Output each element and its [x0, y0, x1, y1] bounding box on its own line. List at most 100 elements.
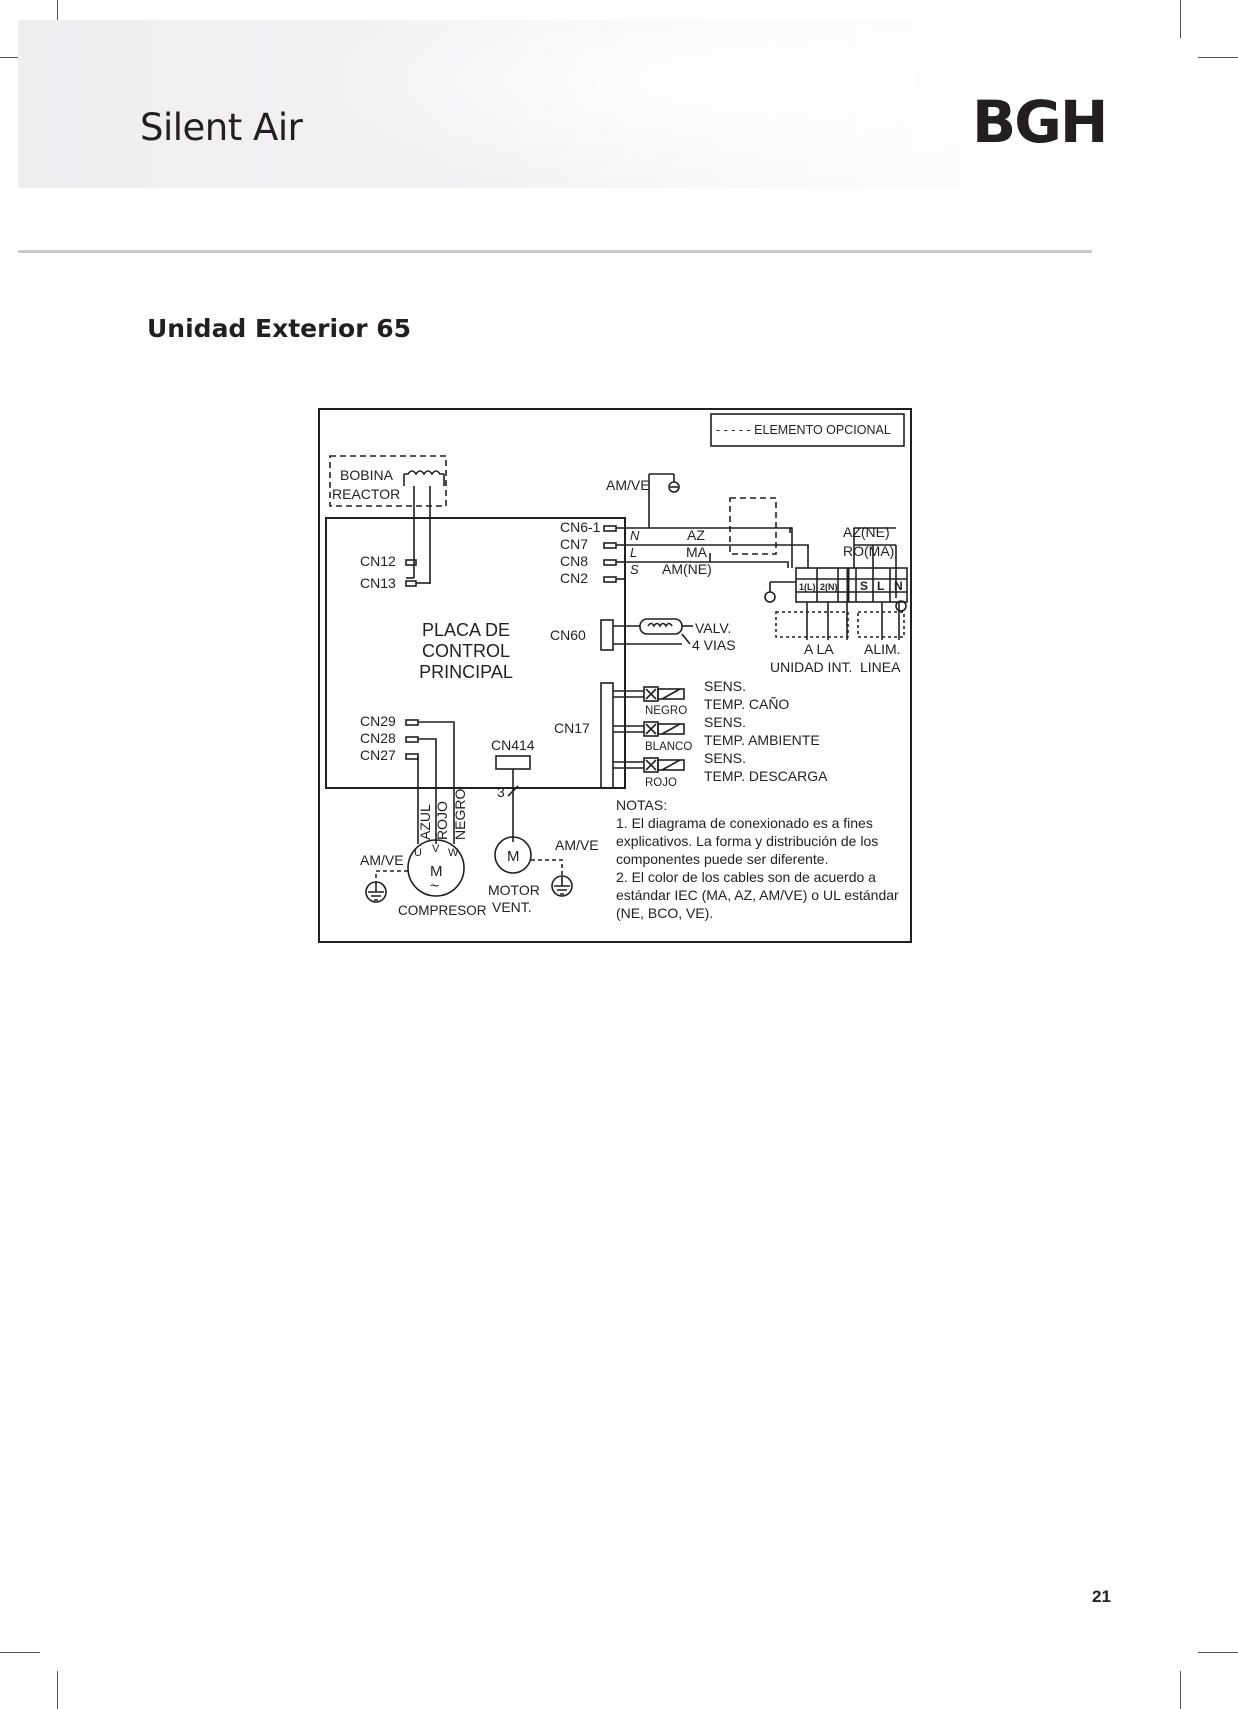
header-divider [18, 250, 1092, 253]
terminal-l: L [877, 579, 884, 593]
fan-label-1: MOTOR [488, 882, 540, 898]
connector-cn13: CN13 [360, 575, 396, 591]
connector-cn7: CN7 [560, 536, 588, 552]
notes-line-5: estándar IEC (MA, AZ, AM/VE) o UL estánd… [616, 887, 899, 903]
wire-rojo: ROJO [434, 801, 450, 840]
sensor-2-line2: TEMP. AMBIENTE [704, 732, 820, 748]
reactor-label-2: REACTOR [332, 486, 400, 502]
line-l: L [630, 545, 637, 560]
to-indoor-2: UNIDAD INT. [770, 659, 852, 675]
sensor-1-line1: SENS. [704, 678, 746, 694]
wire-am-ne: AM(NE) [662, 561, 712, 577]
compressor-terminal-v: V [432, 843, 440, 855]
wire-negro: NEGRO [452, 789, 468, 840]
connector-cn27: CN27 [360, 747, 396, 763]
connector-cn414: CN414 [491, 737, 535, 753]
compressor-symbol: M [430, 863, 443, 880]
notes-line-6: (NE, BCO, VE). [616, 905, 713, 921]
wire-azul: AZUL [417, 804, 433, 840]
crop-mark [1198, 1652, 1238, 1653]
notes-heading: NOTAS: [616, 797, 667, 813]
notes-line-4: 2. El color de los cables son de acuerdo… [616, 869, 876, 885]
board-label-1: PLACA DE [422, 620, 510, 640]
reactor-coil-icon [404, 470, 444, 476]
sensor-connector-icon [643, 721, 685, 737]
connector-cn17: CN17 [554, 720, 590, 736]
to-line-2: LINEA [860, 659, 901, 675]
line-s: S [630, 562, 639, 577]
section-title: Unidad Exterior 65 [147, 314, 412, 343]
reactor-label-1: BOBINA [340, 467, 394, 483]
legend-box [710, 413, 905, 447]
brand-logo: BGH [972, 88, 1108, 156]
sensor-color-3: ROJO [645, 777, 677, 789]
header-banner [18, 20, 1090, 188]
crop-mark [1198, 57, 1238, 58]
fan-pin-count: 3 [497, 784, 505, 800]
sensor-2-line1: SENS. [704, 714, 746, 730]
compressor-ground-label: AM/VE [360, 852, 404, 868]
connector-cn29: CN29 [360, 713, 396, 729]
connector-cn60: CN60 [550, 627, 586, 643]
notes-line-2: explicativos. La forma y distribución de… [616, 833, 878, 849]
compressor-label: COMPRESOR [398, 903, 487, 918]
fan-ground-label: AM/VE [555, 837, 599, 853]
line-cable [857, 611, 905, 638]
line-n: N [630, 528, 640, 543]
terminal-1l: 1(L) [799, 582, 816, 592]
banner-swoosh [268, 20, 1090, 188]
reactor-optional-box [329, 455, 447, 507]
crop-mark [1180, 1671, 1181, 1709]
crop-mark [57, 0, 58, 38]
valve-coil-icon [639, 618, 683, 635]
compressor-motor-icon [407, 839, 465, 897]
compressor-terminal-u: U [414, 847, 422, 859]
ground-icon [764, 591, 776, 603]
board-label-3: PRINCIPAL [419, 662, 513, 682]
cn12-pin [405, 559, 417, 566]
compressor-tilde: ~ [430, 878, 439, 895]
terminal-block [795, 567, 908, 603]
sensor-color-2: BLANCO [645, 741, 692, 753]
wire-ma: MA [686, 544, 708, 560]
terminal-n: N [894, 579, 903, 593]
connector-cn28: CN28 [360, 730, 396, 746]
legend-text: - - - - - ELEMENTO OPCIONAL [716, 423, 891, 437]
control-board [325, 517, 626, 789]
indoor-cable [775, 611, 849, 638]
crop-mark [1180, 0, 1181, 38]
notes-line-1: 1. El diagrama de conexionado es a fines [616, 815, 873, 831]
connector-cn8: CN8 [560, 553, 588, 569]
to-line-1: ALIM. [864, 641, 901, 657]
sensor-1-line2: TEMP. CAÑO [704, 696, 789, 712]
sensor-color-1: NEGRO [645, 705, 687, 717]
fan-motor-icon [494, 836, 532, 874]
to-indoor-1: A LA [804, 641, 834, 657]
valve-label-1: VALV. [695, 620, 731, 636]
wire-ro-ma: RO(MA) [843, 543, 894, 559]
compressor-terminal-w: W [448, 847, 459, 859]
valve-label-2: 4 VIAS [692, 637, 736, 653]
connector-cn2: CN2 [560, 570, 588, 586]
connector-cn6-1: CN6-1 [560, 519, 601, 535]
crop-mark [0, 1652, 40, 1653]
terminal-2n: 2(N) [820, 582, 838, 592]
top-ground-label: AM/VE [606, 477, 650, 493]
board-label-2: CONTROL [422, 641, 510, 661]
wire-az: AZ [687, 527, 705, 543]
sensor-3-line2: TEMP. DESCARGA [704, 768, 828, 784]
diagram-frame [318, 408, 912, 943]
sensor-connector-icon [643, 757, 685, 773]
fan-motor-symbol: M [507, 848, 520, 865]
connector-cn12: CN12 [360, 553, 396, 569]
wiring-diagram: - - - - - ELEMENTO OPCIONAL BOBINA REACT… [318, 408, 912, 943]
ground-icon [895, 600, 907, 612]
notes-line-3: componentes puede ser diferente. [616, 851, 828, 867]
wire-az-ne: AZ(NE) [843, 524, 890, 540]
document-title: Silent Air [140, 106, 303, 149]
ground-icon [668, 481, 680, 493]
sensor-3-line1: SENS. [704, 750, 746, 766]
terminal-s: S [860, 579, 868, 593]
fan-label-2: VENT. [492, 899, 532, 915]
sensor-connector-icon [643, 686, 685, 702]
